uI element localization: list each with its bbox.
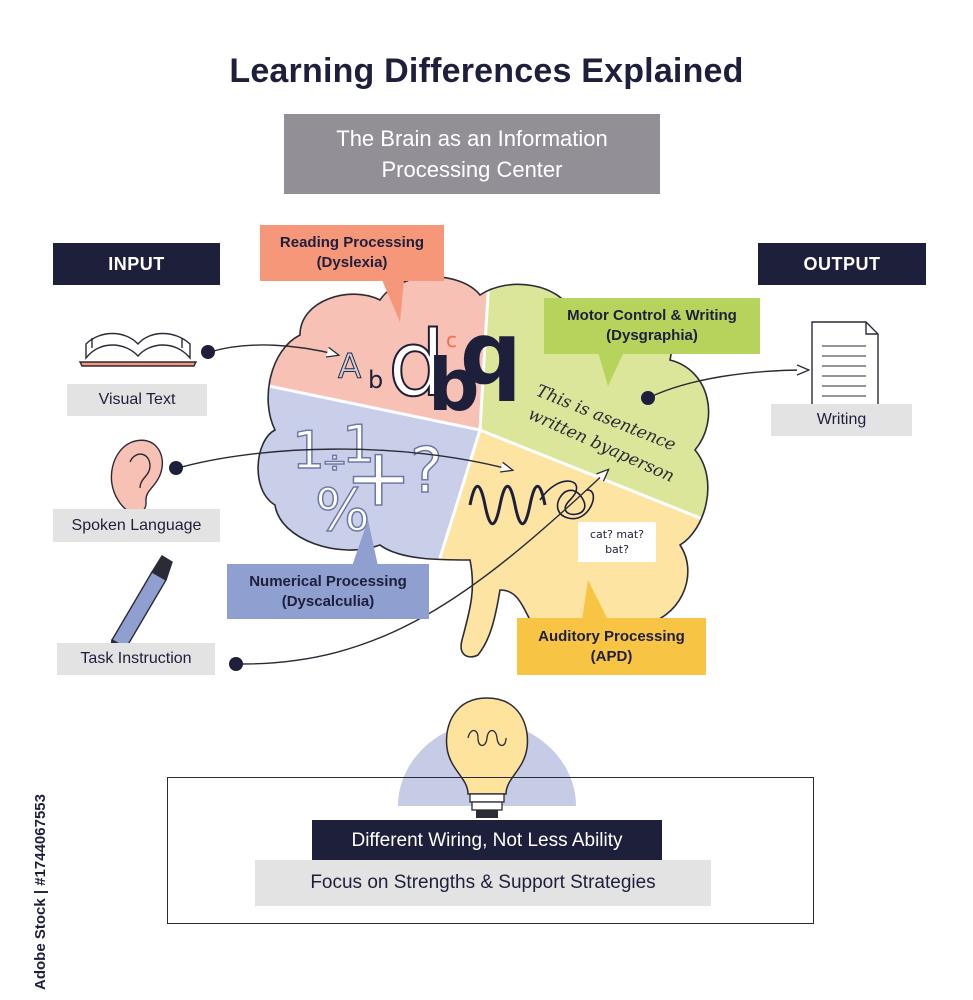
callout-motor-condition: (Dysgraphia) — [606, 327, 698, 344]
letter-b: b — [428, 343, 480, 427]
auditory-bubble-line-1: cat? mat? — [590, 528, 644, 541]
visual-dot — [201, 345, 215, 359]
lightbulb-icon — [398, 697, 576, 818]
callout-numerical-name: Numerical Processing — [249, 572, 407, 590]
auditory-bubble-line-2: bat? — [605, 543, 629, 556]
output-header: OUTPUT — [758, 243, 926, 285]
subtagline-text: Focus on Strengths & Support Strategies — [310, 872, 656, 893]
math-divide: ÷ — [322, 445, 347, 480]
input-item-label: Task Instruction — [80, 650, 192, 667]
letter-q: q — [460, 304, 522, 404]
footer-frame — [167, 777, 814, 924]
math-plus: + — [345, 431, 412, 524]
callout-reading-condition: (Dyslexia) — [316, 254, 388, 271]
page-title: Learning Differences Explained — [229, 52, 744, 90]
callout-motor: Motor Control & Writing (Dysgraphia) — [544, 298, 760, 354]
callout-numerical-condition: (Dyscalculia) — [281, 592, 375, 610]
dyslexia-letters: A b d c b q — [338, 304, 522, 427]
numerical-pointer — [352, 520, 378, 566]
motor-pointer — [598, 352, 624, 386]
callout-motor-name: Motor Control & Writing — [567, 307, 737, 324]
subtitle-box: The Brain as an Information Processing C… — [284, 114, 660, 194]
callout-auditory-condition: (APD) — [590, 647, 633, 665]
letter-b-small: b — [368, 366, 383, 394]
sound-wave — [468, 484, 547, 526]
tagline-text: Different Wiring, Not Less Ability — [351, 830, 623, 851]
callout-numerical: Numerical Processing (Dyscalculia) — [227, 564, 429, 619]
input-item-label: Visual Text — [98, 391, 176, 408]
input-item-task-instruction: Task Instruction — [57, 643, 215, 675]
output-header-text: OUTPUT — [803, 253, 881, 274]
document-icon — [811, 321, 879, 409]
subtitle-text: The Brain as an Information Processing C… — [336, 126, 608, 182]
output-item-label: Writing — [816, 411, 867, 428]
input-header: INPUT — [53, 243, 220, 285]
subtagline: Focus on Strengths & Support Strategies — [255, 860, 711, 906]
spoken-dot — [169, 461, 183, 475]
open-book-icon — [78, 332, 198, 367]
reading-pointer — [382, 280, 404, 322]
input-item-label: Spoken Language — [71, 516, 202, 534]
letter-c: c — [446, 328, 457, 352]
spoken-arrow — [177, 448, 512, 470]
auditory-pointer — [582, 580, 608, 620]
callout-auditory-name: Auditory Processing — [538, 627, 685, 645]
ear-icon — [110, 439, 164, 515]
dyscalculia-symbols: 1 ÷ 1 + ? % — [291, 414, 443, 545]
math-percent: % — [315, 476, 370, 544]
math-one: 1 — [292, 421, 325, 481]
callout-reading: Reading Processing (Dyslexia) — [260, 225, 444, 281]
callout-auditory: Auditory Processing (APD) — [517, 618, 706, 675]
letter-d: d — [388, 312, 445, 417]
writing-dot — [641, 391, 655, 405]
input-item-visual-text: Visual Text — [67, 384, 207, 416]
input-item-spoken-language: Spoken Language — [53, 509, 220, 542]
writing-arrow — [647, 370, 808, 399]
letter-a: A — [338, 347, 361, 387]
pen-icon — [109, 555, 173, 653]
stock-credit-text: Adobe Stock | #1744067553 — [32, 794, 49, 990]
input-header-text: INPUT — [108, 253, 165, 274]
task-dot — [229, 657, 243, 671]
auditory-bubble — [578, 522, 656, 562]
callout-reading-name: Reading Processing — [279, 234, 425, 251]
visual-arrow — [209, 344, 338, 355]
math-question: ? — [410, 434, 443, 507]
math-one-b: 1 — [342, 415, 375, 475]
tagline: Different Wiring, Not Less Ability — [312, 820, 662, 862]
output-item-writing: Writing — [771, 404, 912, 436]
stock-credit: Adobe Stock | #1744067553 — [8, 760, 49, 990]
